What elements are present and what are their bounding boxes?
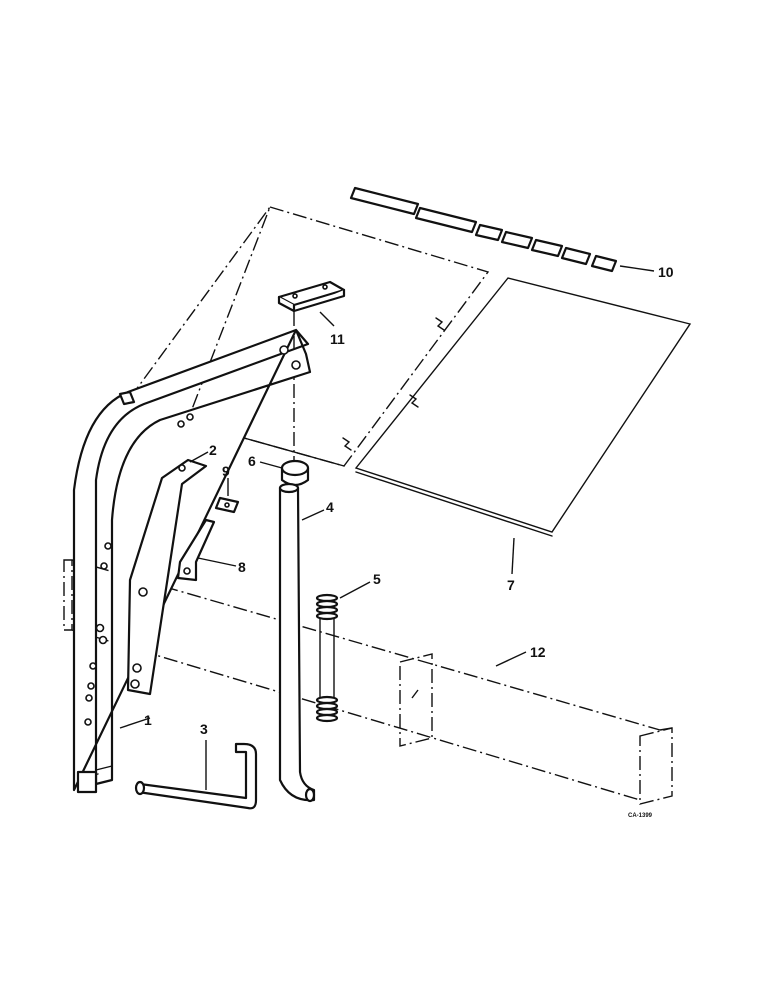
callout-8: 8 bbox=[238, 559, 246, 575]
drawing-code: CA-1399 bbox=[628, 813, 653, 819]
callout-12: 12 bbox=[530, 644, 546, 660]
callout-2: 2 bbox=[209, 442, 217, 458]
spring bbox=[315, 593, 339, 723]
canopy-sheet bbox=[129, 206, 692, 537]
callout-labels: 1 2 3 4 5 6 7 8 9 10 11 12 CA-1399 bbox=[144, 264, 674, 819]
mounting-plate bbox=[277, 280, 346, 313]
cap bbox=[280, 459, 310, 487]
callout-7: 7 bbox=[507, 577, 515, 593]
callout-10: 10 bbox=[658, 264, 674, 280]
leader-lines bbox=[119, 265, 655, 790]
callout-3: 3 bbox=[200, 721, 208, 737]
callout-9: 9 bbox=[222, 463, 230, 479]
support-post bbox=[278, 482, 316, 803]
l-pin bbox=[134, 742, 258, 810]
callout-1: 1 bbox=[144, 712, 152, 728]
callout-4: 4 bbox=[326, 499, 334, 515]
roll-bar-upright bbox=[72, 328, 312, 794]
strap bbox=[176, 518, 216, 582]
callout-11: 11 bbox=[330, 331, 345, 347]
strip-fasteners bbox=[349, 186, 618, 273]
callout-5: 5 bbox=[373, 571, 381, 587]
clip bbox=[214, 496, 240, 514]
callout-6: 6 bbox=[248, 453, 256, 469]
